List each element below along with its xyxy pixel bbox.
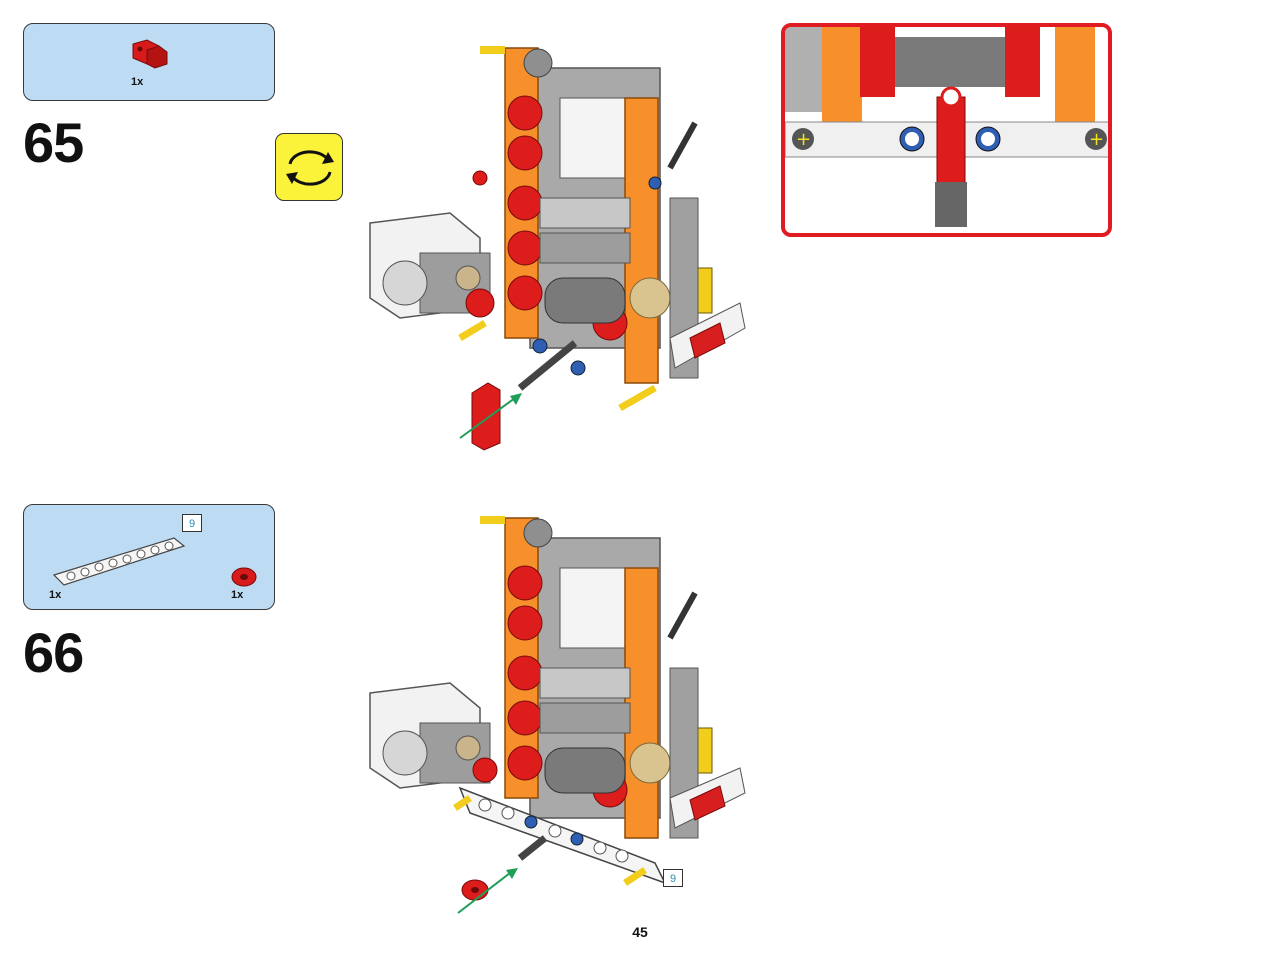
step-65-callout: + + [781, 23, 1112, 237]
step-66-part-length-tag: 9 [182, 514, 202, 532]
step-65-model-illustration [369, 46, 746, 451]
step-66-number: 66 [23, 621, 84, 684]
step-65-parts-box: 1x [23, 23, 275, 101]
step-66-model-illustration [369, 516, 746, 914]
step-66-part-2-qty: 1x [231, 589, 244, 601]
step-65-number: 65 [23, 111, 84, 174]
svg-text:+: + [796, 129, 811, 150]
page-number: 45 [632, 924, 648, 940]
rotate-model-icon [275, 133, 343, 201]
red-bush-icon [231, 567, 257, 587]
step-66-parts-box: 9 1x 1x [23, 504, 275, 610]
step-66-beam-length-tag: 9 [663, 869, 683, 887]
white-liftarm-9-icon [52, 537, 186, 586]
step-66-part-1-qty: 1x [49, 589, 62, 601]
step-65-part-qty: 1x [131, 76, 144, 88]
svg-text:+: + [1089, 129, 1104, 150]
red-axle-connector-icon [132, 39, 168, 69]
